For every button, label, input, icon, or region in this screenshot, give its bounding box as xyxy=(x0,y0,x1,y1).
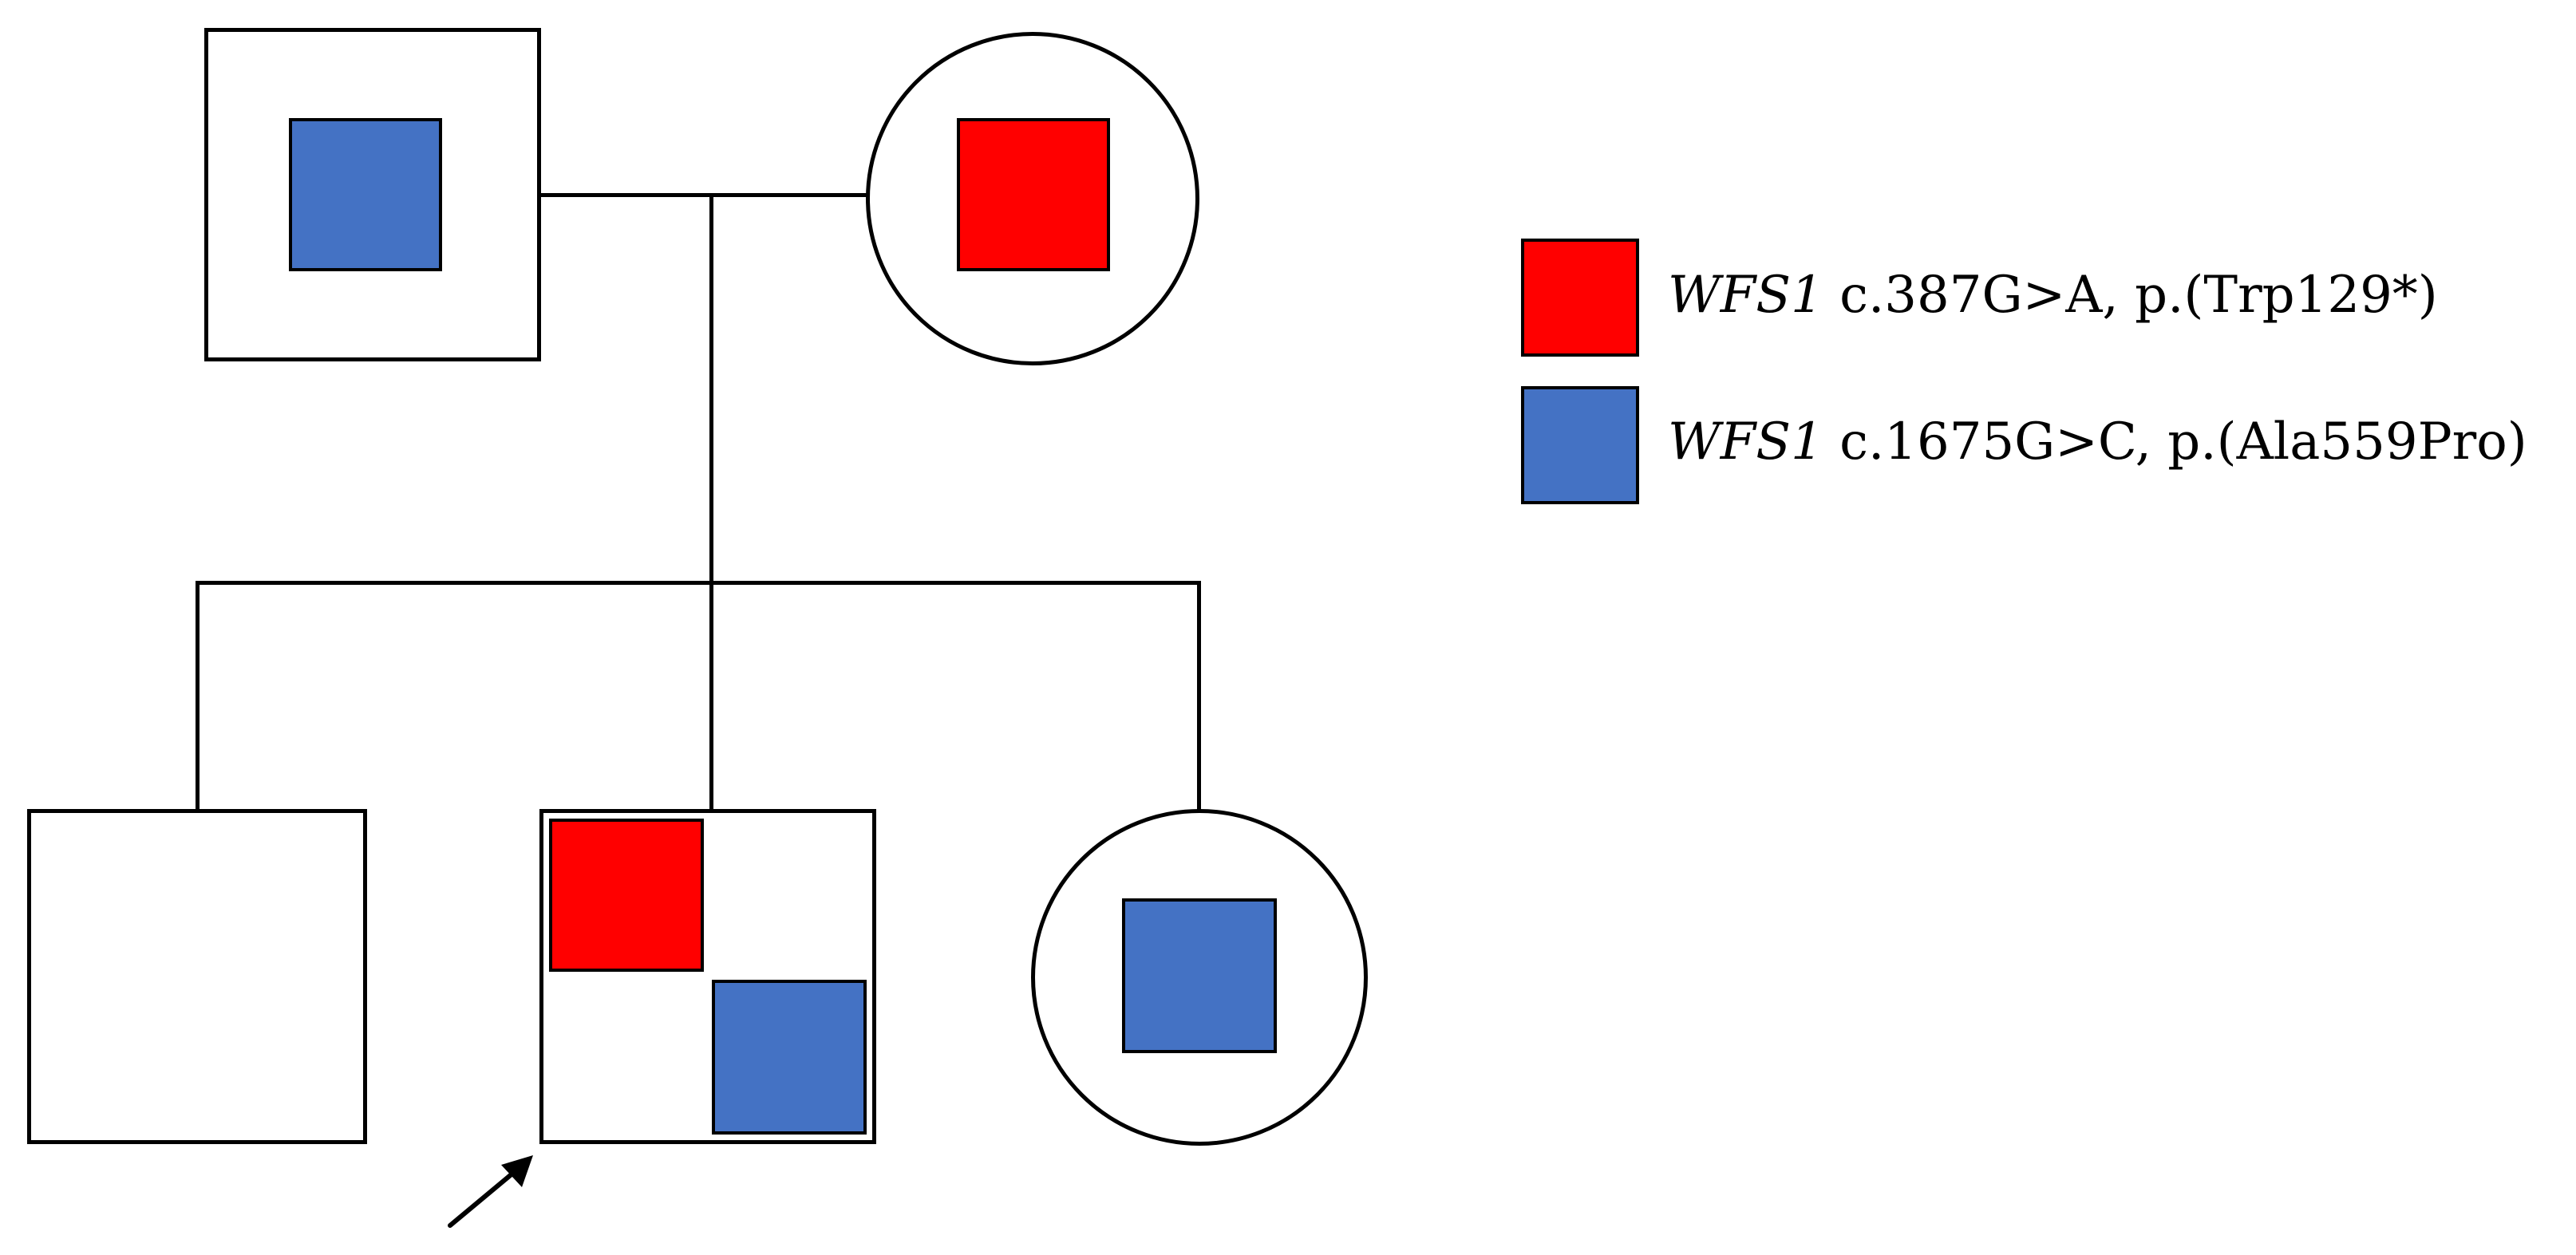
mother-variant-c387-marker xyxy=(957,118,1110,271)
child-3-line xyxy=(1197,581,1201,812)
legend-change-2: c.1675G>C, p.(Ala559Pro) xyxy=(1839,412,2527,472)
descent-line xyxy=(709,193,713,811)
child-3-variant-c1675-marker xyxy=(1122,898,1277,1053)
legend-swatch-c387 xyxy=(1521,239,1639,357)
legend-swatch-c1675 xyxy=(1521,386,1639,504)
proband-variant-c387-marker xyxy=(549,819,704,972)
marriage-line xyxy=(541,193,867,197)
child-1-symbol xyxy=(27,809,367,1144)
legend-gene-2: WFS1 xyxy=(1668,412,1823,472)
father-variant-c1675-marker xyxy=(289,118,442,271)
legend-change-1: c.387G>A, p.(Trp129*) xyxy=(1839,266,2438,325)
proband-variant-c1675-marker xyxy=(712,980,867,1135)
child-1-line xyxy=(196,581,200,812)
legend-gene-1: WFS1 xyxy=(1668,266,1823,325)
legend-label-c1675: WFS1 c.1675G>C, p.(Ala559Pro) xyxy=(1668,416,2527,468)
proband-arrow-icon xyxy=(448,1155,533,1228)
legend-label-c387: WFS1 c.387G>A, p.(Trp129*) xyxy=(1668,270,2438,321)
sibship-line xyxy=(196,581,1201,585)
